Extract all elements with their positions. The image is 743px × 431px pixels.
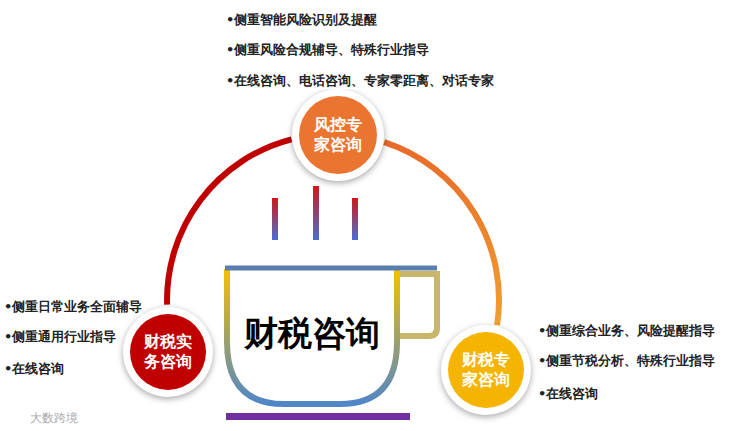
- bullet-text: •在线咨询: [538, 386, 598, 402]
- bullet-text: •在线咨询、电话咨询、专家零距离、对话专家: [226, 73, 494, 89]
- ring-connector: [384, 142, 499, 325]
- watermark: 大数跨境: [30, 411, 78, 425]
- bullet-text: •侧重日常业务全面辅导: [4, 299, 142, 315]
- circle-label: 财税专家咨询: [461, 350, 511, 390]
- circle-fill: 风控专家咨询: [299, 96, 377, 174]
- cup-body: [227, 269, 397, 404]
- bullet-text: •侧重通用行业指导: [4, 329, 116, 345]
- steam-bar: [272, 198, 278, 240]
- cup-rim: [225, 266, 437, 271]
- bullet-text: •侧重智能风险识别及提醒: [226, 12, 377, 28]
- steam-bar: [313, 186, 319, 240]
- bullet-text: •侧重综合业务、风险提醒指导: [538, 323, 715, 339]
- bullet-text: •侧重风险合规辅导、特殊行业指导: [226, 42, 429, 58]
- circle-fill: 财税专家咨询: [448, 332, 524, 408]
- circle-label: 风控专家咨询: [313, 115, 363, 155]
- cup-shape: 财税咨询: [222, 262, 448, 410]
- service-circle: 财税专家咨询: [441, 325, 531, 415]
- bullet-text: •在线咨询: [4, 361, 64, 377]
- cup-handle: [400, 274, 437, 336]
- service-circle: 风控专家咨询: [292, 89, 384, 181]
- circle-fill: 财税实务咨询: [130, 314, 206, 390]
- saucer: [226, 413, 410, 420]
- steam-bar: [352, 198, 358, 240]
- bullet-text: •侧重节税分析、特殊行业指导: [538, 353, 715, 369]
- cup-label: 财税咨询: [244, 311, 380, 357]
- service-circle: 财税实务咨询: [123, 307, 213, 397]
- circle-label: 财税实务咨询: [143, 332, 193, 372]
